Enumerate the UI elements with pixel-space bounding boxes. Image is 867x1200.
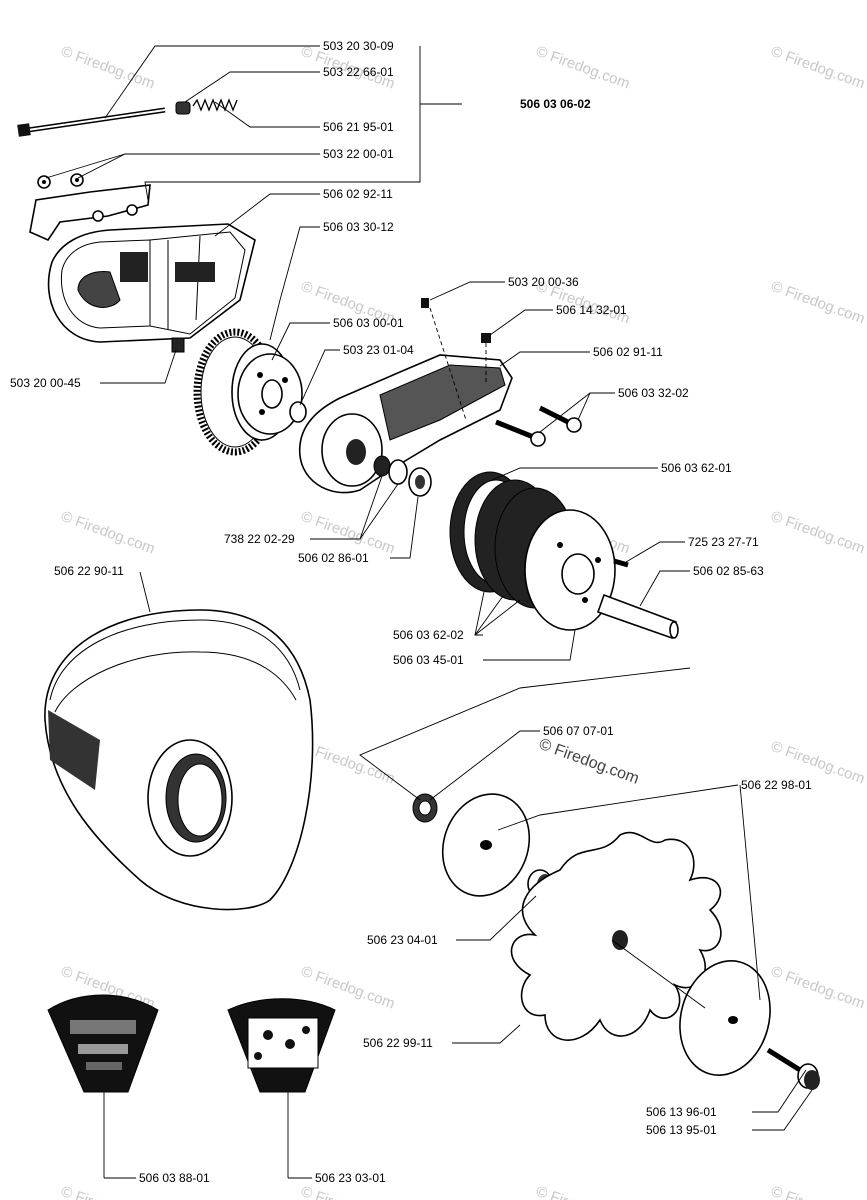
watermark-tile: © Firedog.com xyxy=(769,508,867,558)
clutch-drum-part xyxy=(449,471,616,631)
pulley-part xyxy=(231,343,303,441)
watermark-tile: © Firedog.com xyxy=(769,43,867,93)
shaft-part xyxy=(596,593,679,640)
bushing-part xyxy=(289,401,307,423)
cover-part xyxy=(44,609,314,911)
leader-lines xyxy=(45,45,813,1179)
label-506-02-92-11: 506 02 92-11 xyxy=(323,187,393,201)
label-506-21-95-01: 506 21 95-01 xyxy=(323,120,394,134)
spring-part xyxy=(192,98,238,112)
watermark-tile: © Firedog.com xyxy=(59,43,157,93)
label-503-20-30-09: 503 20 30-09 xyxy=(323,39,394,53)
decal-left-part xyxy=(47,994,159,1093)
pin-part xyxy=(613,558,629,568)
watermark-prominent: © Firedog.com xyxy=(537,736,642,788)
bracket-plate-part xyxy=(29,184,151,242)
gear-case-part xyxy=(299,354,513,494)
label-506-02-91-11: 506 02 91-11 xyxy=(593,345,663,359)
label-506-22-98-01: 506 22 98-01 xyxy=(741,778,812,792)
label-725-23-27-71: 725 23 27-71 xyxy=(688,535,759,549)
label-506-03-62-01: 506 03 62-01 xyxy=(661,461,732,475)
label-506-22-90-11: 506 22 90-11 xyxy=(54,564,124,578)
label-503-20-00-45: 503 20 00-45 xyxy=(10,376,81,390)
label-506-03-30-12: 506 03 30-12 xyxy=(323,220,394,234)
watermark-tile: © Firedog.com xyxy=(534,1183,632,1200)
bolt-part-2 xyxy=(481,333,491,343)
label-506-03-62-02: 506 03 62-02 xyxy=(393,628,464,642)
label-506-02-86-01: 506 02 86-01 xyxy=(298,551,369,565)
watermark-tile: © Firedog.com xyxy=(769,278,867,328)
label-506-23-04-01: 506 23 04-01 xyxy=(367,933,438,947)
label-506-13-96-01: 506 13 96-01 xyxy=(646,1105,717,1119)
long-bolts-part xyxy=(495,405,582,447)
label-506-14-32-01: 506 14 32-01 xyxy=(556,303,627,317)
label-503-22-66-01: 503 22 66-01 xyxy=(323,65,394,79)
label-503-20-00-36: 503 20 00-36 xyxy=(508,275,579,289)
decal-right-part xyxy=(227,998,336,1093)
plate-left-part xyxy=(441,793,531,897)
screw-part xyxy=(421,298,429,308)
watermark-tile: © Firedog.com xyxy=(769,1183,867,1200)
label-506-22-99-11: 506 22 99-11 xyxy=(363,1036,433,1050)
part-number-labels: 503 20 30-09 503 22 66-01 506 21 95-01 5… xyxy=(10,39,812,1185)
label-506-13-95-01: 506 13 95-01 xyxy=(646,1123,717,1137)
plate-right-part xyxy=(679,960,771,1076)
watermark-tile: © Firedog.com xyxy=(534,43,632,93)
label-506-03-45-01: 506 03 45-01 xyxy=(393,653,464,667)
bearing-part xyxy=(412,793,438,823)
label-503-22-00-01: 503 22 00-01 xyxy=(323,147,394,161)
nuts-part xyxy=(37,173,84,189)
bolt-part xyxy=(171,337,185,353)
label-738-22-02-29: 738 22 02-29 xyxy=(224,532,295,546)
label-506-03-32-02: 506 03 32-02 xyxy=(618,386,689,400)
watermark-tile: © Firedog.com xyxy=(299,1183,397,1200)
label-506-03-88-01: 506 03 88-01 xyxy=(139,1171,210,1185)
belt-housing-part xyxy=(47,223,256,343)
label-506-02-85-63: 506 02 85-63 xyxy=(693,564,764,578)
tine-rotor-part xyxy=(510,831,722,1041)
watermark-tile: © Firedog.com xyxy=(59,508,157,558)
label-506-23-03-01: 506 23 03-01 xyxy=(315,1171,386,1185)
bolt-washer-part xyxy=(766,1047,820,1090)
seals-part xyxy=(373,455,432,497)
label-506-03-06-02: 506 03 06-02 xyxy=(520,97,591,111)
label-506-03-00-01: 506 03 00-01 xyxy=(333,316,404,330)
long-bolt-part xyxy=(17,107,166,137)
spacer-part xyxy=(175,101,191,115)
label-503-23-01-04: 503 23 01-04 xyxy=(343,343,414,357)
label-506-07-07-01: 506 07 07-01 xyxy=(543,724,614,738)
watermark-tile: © Firedog.com xyxy=(769,963,867,1013)
watermark-tile: © Firedog.com xyxy=(59,1183,157,1200)
